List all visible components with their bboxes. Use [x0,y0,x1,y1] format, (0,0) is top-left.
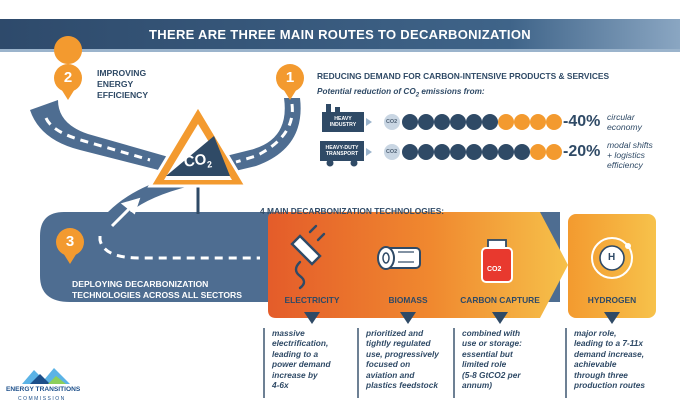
desc-line: annum) [462,380,492,391]
sign-co2-main: CO [182,150,208,171]
reduction-desc-line: efficiency [607,160,643,170]
route-3-label: DEPLOYING DECARBONIZATION TECHNOLOGIES A… [72,279,242,301]
logo-name: ENERGY TRANSITIONS [6,386,81,393]
row-2-arrow [366,148,372,156]
desc-line: 4-6x [272,380,289,391]
banner-bottom-edge [0,49,680,52]
sector-label-line: INDUSTRY [329,122,357,128]
reduction-desc-line: modal shifts [607,140,653,150]
reduction-value-industry: -40% [563,113,601,130]
desc-line: (5-8 GtCO2 per [462,369,521,380]
desc-line: combined with [462,328,521,338]
co2-chip: CO2 [386,149,398,155]
plug-icon [290,224,326,290]
reduction-desc-industry: circular economy [607,112,642,132]
logo-subname: COMMISSION [18,396,66,402]
tech-carbon-capture-desc: combined with use or storage: essential … [462,328,522,390]
route-3-label-line: DEPLOYING DECARBONIZATION [72,279,209,289]
reduction-desc-transport: modal shifts + logistics efficiency [607,140,653,170]
desc-line: leading to a [272,348,319,359]
desc-line: electrification, [272,338,329,349]
route-3-number: 3 [65,233,75,250]
desc-line: aviation and [366,369,415,380]
desc-line: use or storage: [462,338,522,349]
hydrogen-symbol: H [608,252,616,263]
demand-subtitle-text: Potential reduction of CO [317,87,416,96]
log-icon [377,246,421,270]
sector-heavy-duty-transport: HEAVY-DUTY TRANSPORT [320,145,364,157]
route-2-number: 2 [63,69,73,86]
desc-line: achievable [574,359,617,370]
desc-line: major role, [574,328,617,338]
canister-co2-text: CO2 [487,266,502,273]
tech-electricity-desc: massive electrification, leading to a po… [272,328,331,390]
desc-line: increase by [272,369,318,380]
desc-line: massive [272,328,305,338]
desc-rules [263,328,567,398]
route-3-label-line: TECHNOLOGIES ACROSS ALL SECTORS [72,290,242,300]
desc-line: demand increase, [574,348,645,359]
route-2-label-line: ENERGY [97,79,134,89]
desc-line: leading to a 7-11x [574,338,644,349]
heavy-industry-icon [322,104,364,132]
route-2-label-line: EFFICIENCY [97,90,149,100]
reduction-value-transport: -20% [563,143,601,160]
tech-hydrogen-label: HYDROGEN [587,295,637,305]
demand-subtitle-sub: 2 [415,92,420,99]
route-2-label-line: IMPROVING [97,68,147,78]
desc-line: tightly regulated [366,338,431,349]
reduction-desc-line: economy [607,122,642,132]
desc-line: power demand [272,359,331,370]
desc-line: use, progressively [366,348,439,359]
co2-chip: CO2 [386,119,398,125]
demand-subtitle: Potential reduction of CO2 emissions fro… [317,87,485,99]
banner-bar [0,19,680,51]
co2-canister-icon [481,239,513,283]
tech-electricity-label: ELECTRICITY [284,295,340,305]
desc-line: plastics feedstock [366,380,438,391]
desc-line: production routes [574,380,645,391]
desc-line: limited role [462,359,507,370]
route-1-title: REDUCING DEMAND FOR CARBON-INTENSIVE PRO… [317,71,610,81]
tech-carbon-capture-label: CARBON CAPTURE [460,295,540,305]
desc-line: through three [574,369,628,380]
desc-line: focused on [366,359,411,370]
tech-hydrogen-desc: major role, leading to a 7-11x demand in… [574,328,645,390]
route-2-label: IMPROVING ENERGY EFFICIENCY [97,68,148,101]
sector-label-line: TRANSPORT [325,151,359,157]
emission-dots-row-1 [384,114,562,130]
lane-markings [44,103,294,260]
desc-line: prioritized and [366,328,424,338]
sector-label-line: HEAVY-DUTY [325,145,359,151]
reduction-desc-line: circular [607,112,635,122]
tech-biomass-desc: prioritized and tightly regulated use, p… [366,328,439,390]
tech-biomass-label: BIOMASS [388,295,428,305]
desc-line: essential but [462,348,513,359]
technologies-title: 4 MAIN DECARBONIZATION TECHNOLOGIES: [260,206,445,216]
row-1-arrow [366,118,372,126]
emission-dots-row-2 [384,144,562,160]
hydrogen-atom-icon [591,237,633,279]
pin-3-shape [56,228,84,264]
sector-label-line: HEAVY [334,116,352,122]
tech-arrows [304,312,620,324]
sign-co2-text: CO2 [183,150,213,173]
pin-2-shape [54,36,83,100]
pin-1-shape [276,64,304,100]
arrow-to-sign [110,197,141,228]
sector-heavy-industry: HEAVY INDUSTRY [322,116,364,128]
page-title: THERE ARE THREE MAIN ROUTES TO DECARBONI… [149,27,531,42]
route-1-number: 1 [285,69,295,86]
demand-subtitle-text: emissions from: [419,87,485,96]
reduction-desc-line: + logistics [607,150,645,160]
etc-logo-mountains [22,368,70,384]
heavy-duty-transport-icon [320,141,364,167]
co2-warning-sign [147,103,249,214]
